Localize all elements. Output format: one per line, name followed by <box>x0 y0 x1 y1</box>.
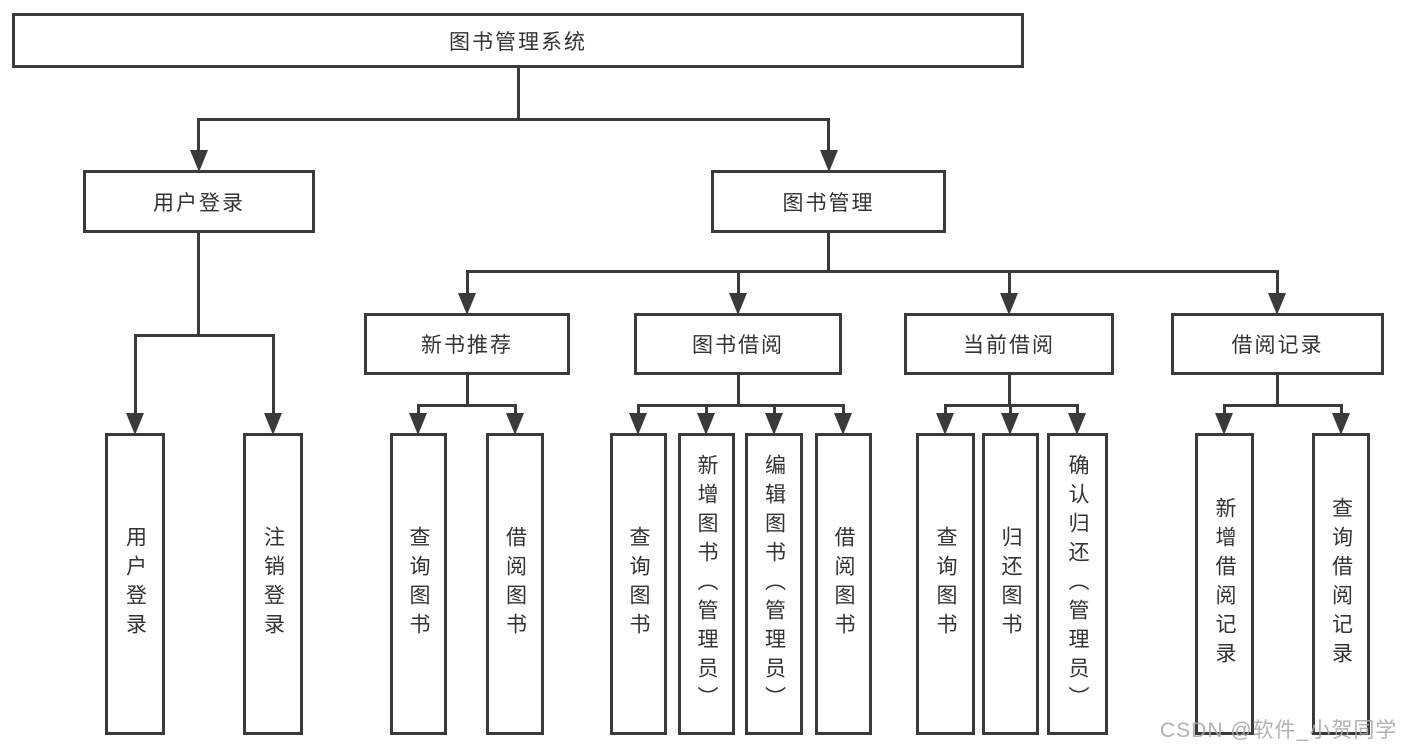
connector-line <box>1009 404 1012 415</box>
csdn-watermark: CSDN @软件_小贺同学 <box>1160 719 1398 742</box>
connector-line <box>705 404 708 415</box>
connector-line <box>272 334 275 415</box>
node-user-login: 用户登录 <box>83 170 315 233</box>
leaf-add-books-admin: 新增图书（管理员） <box>678 433 735 735</box>
node-label: 图书管理系统 <box>449 30 587 54</box>
node-borrowing-records: 借阅记录 <box>1171 313 1384 375</box>
node-book-borrowing: 图书借阅 <box>634 313 842 375</box>
node-label: 新书推荐 <box>421 334 513 357</box>
connector-line <box>944 404 947 415</box>
node-label: 查询图书 <box>934 526 957 642</box>
arrow-down-icon <box>629 413 647 435</box>
arrow-down-icon <box>834 413 852 435</box>
node-label: 借阅记录 <box>1231 334 1324 357</box>
node-label: 新增图书（管理员） <box>695 453 718 715</box>
connector-line <box>1276 375 1279 407</box>
node-label: 查询借阅记录 <box>1329 497 1353 671</box>
connector-line <box>773 404 776 415</box>
node-label: 图书借阅 <box>692 334 784 357</box>
node-label: 查询图书 <box>627 526 650 642</box>
node-label: 新增借阅记录 <box>1213 497 1236 671</box>
connector-line <box>517 68 520 121</box>
node-label: 借阅图书 <box>832 526 855 642</box>
leaf-return-books: 归还图书 <box>982 433 1039 735</box>
arrow-down-icon <box>1000 293 1018 315</box>
connector-line <box>1223 404 1226 415</box>
arrow-down-icon <box>697 413 715 435</box>
leaf-query-borrow-record: 查询借阅记录 <box>1312 433 1370 735</box>
node-label: 借阅图书 <box>503 526 527 642</box>
leaf-borrow-books-recommend: 借阅图书 <box>486 433 544 735</box>
leaf-query-books-recommend: 查询图书 <box>390 433 447 735</box>
node-label: 查询图书 <box>407 526 430 642</box>
arrow-down-icon <box>1268 293 1286 315</box>
node-root: 图书管理系统 <box>12 13 1024 68</box>
connector-line <box>1276 270 1279 296</box>
leaf-logout: 注销登录 <box>243 433 303 735</box>
arrow-down-icon <box>190 150 208 172</box>
connector-line <box>827 118 830 152</box>
connector-line <box>417 404 517 407</box>
connector-line <box>737 375 740 407</box>
arrow-down-icon <box>1068 413 1086 435</box>
leaf-add-borrow-record: 新增借阅记录 <box>1195 433 1254 735</box>
connector-line <box>514 404 517 415</box>
connector-line <box>842 404 845 415</box>
arrow-down-icon <box>936 413 954 435</box>
node-label: 归还图书 <box>999 526 1022 642</box>
arrow-down-icon <box>1332 413 1350 435</box>
node-label: 用户登录 <box>153 191 245 215</box>
connector-line <box>466 270 469 296</box>
leaf-query-books-current: 查询图书 <box>916 433 975 735</box>
leaf-query-books-borrowing: 查询图书 <box>610 433 667 735</box>
arrow-down-icon <box>1001 413 1019 435</box>
node-label: 编辑图书（管理员） <box>762 453 786 715</box>
arrow-down-icon <box>506 413 524 435</box>
connector-line <box>827 233 830 273</box>
arrow-down-icon <box>729 293 747 315</box>
connector-line <box>637 404 845 407</box>
connector-line <box>1340 404 1343 415</box>
connector-line <box>1076 404 1079 415</box>
connector-line <box>197 118 200 152</box>
connector-line <box>737 270 740 296</box>
arrow-down-icon <box>458 293 476 315</box>
arrow-down-icon <box>409 413 427 435</box>
node-book-management: 图书管理 <box>711 170 946 233</box>
connector-line <box>197 118 830 121</box>
connector-line <box>637 404 640 415</box>
connector-line <box>466 375 469 407</box>
arrow-down-icon <box>820 150 838 172</box>
connector-line <box>417 404 420 415</box>
node-label: 用户登录 <box>123 526 147 642</box>
node-label: 注销登录 <box>261 526 285 642</box>
connector-line <box>134 334 275 337</box>
connector-line <box>1223 404 1343 407</box>
leaf-user-login: 用户登录 <box>105 433 165 735</box>
leaf-confirm-return-admin: 确认归还（管理员） <box>1047 433 1108 735</box>
connector-line <box>197 233 200 337</box>
node-current-borrowing: 当前借阅 <box>904 313 1114 375</box>
connector-line <box>1008 270 1011 296</box>
arrow-down-icon <box>1215 413 1233 435</box>
node-label: 当前借阅 <box>963 334 1055 357</box>
arrow-down-icon <box>765 413 783 435</box>
node-new-book-recommend: 新书推荐 <box>364 313 570 375</box>
arrow-down-icon <box>126 413 144 435</box>
leaf-edit-books-admin: 编辑图书（管理员） <box>745 433 803 735</box>
connector-line <box>134 334 137 415</box>
connector-line <box>466 270 1279 273</box>
node-label: 确认归还（管理员） <box>1066 453 1089 715</box>
node-label: 图书管理 <box>782 191 875 215</box>
connector-line <box>1008 375 1011 407</box>
leaf-borrow-books: 借阅图书 <box>815 433 872 735</box>
arrow-down-icon <box>264 413 282 435</box>
